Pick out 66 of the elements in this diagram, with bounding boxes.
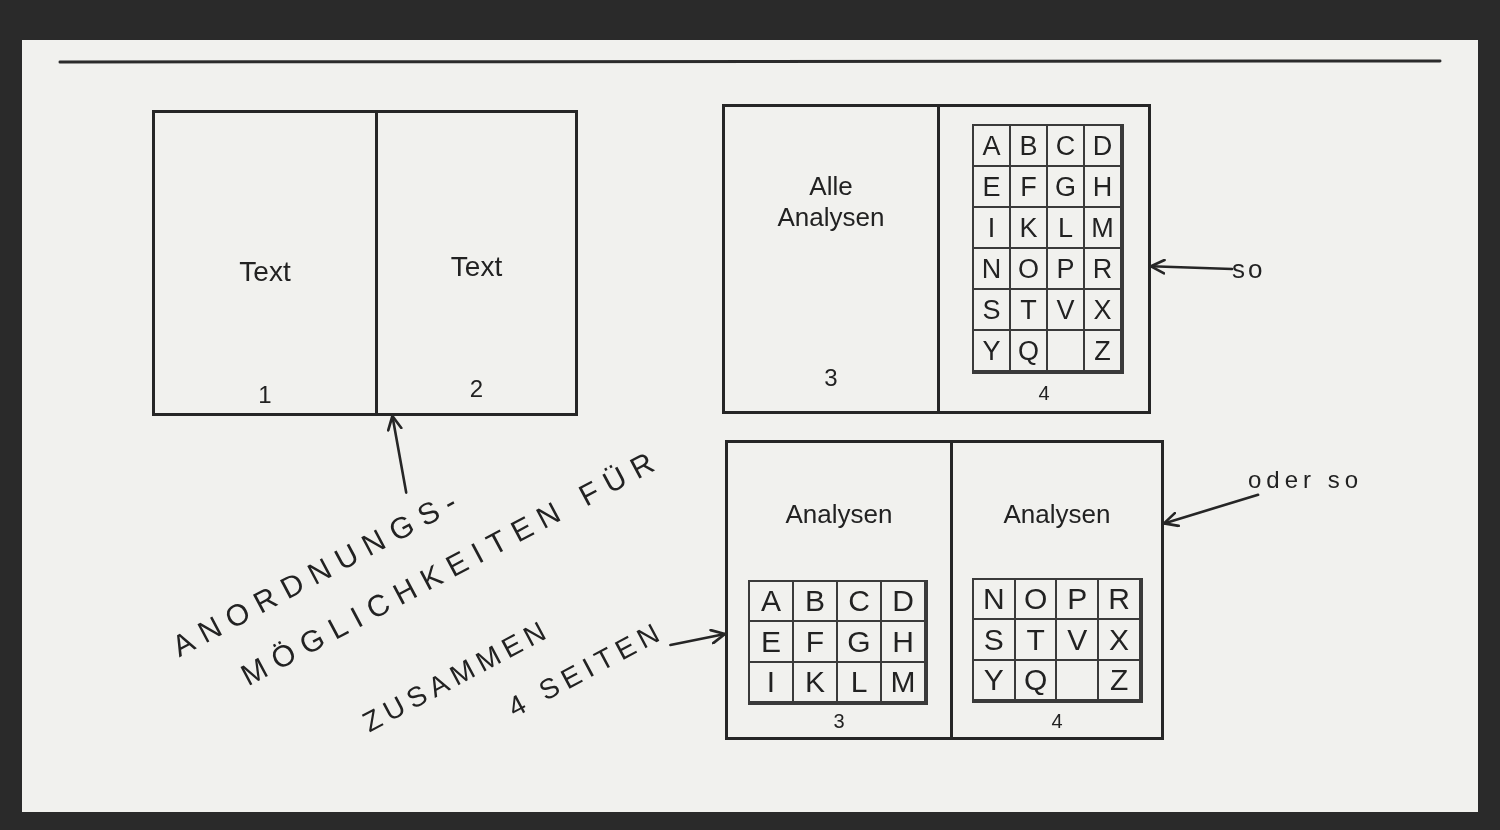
grid-letter: G <box>847 626 871 657</box>
grid-letter: X <box>1109 624 1130 655</box>
grid-letter: A <box>761 586 781 617</box>
page-text: Analysen <box>1003 499 1111 531</box>
grid-letter: N <box>983 584 1005 615</box>
grid-letter: K <box>1019 214 1038 241</box>
grid-letter: T <box>1020 296 1037 323</box>
grid-letter: O <box>1023 584 1048 615</box>
page-number: 1 <box>258 381 272 410</box>
letter-grid <box>972 578 1143 703</box>
grid-letter: Q <box>1023 664 1048 695</box>
grid-letter: Y <box>983 664 1004 695</box>
page-number: 3 <box>824 364 838 393</box>
page-number: 4 <box>1038 381 1050 405</box>
page-number: 2 <box>469 375 484 404</box>
grid-letter: Q <box>1018 337 1039 364</box>
grid-letter: B <box>805 586 825 617</box>
grid-letter: R <box>1108 584 1130 615</box>
grid-letter: M <box>1091 214 1114 241</box>
grid-letter: I <box>987 214 996 241</box>
grid-letter: H <box>1092 173 1113 200</box>
grid-letter: B <box>1019 132 1038 159</box>
grid-letter: P <box>1056 255 1075 282</box>
letter-grid <box>972 124 1124 374</box>
grid-letter: F <box>805 626 825 657</box>
grid-letter: P <box>1067 584 1088 615</box>
grid-letter: L <box>850 666 868 697</box>
grid-letter: A <box>982 132 1001 159</box>
note-text: oder so <box>1248 466 1364 495</box>
grid-letter: I <box>766 666 776 697</box>
grid-letter: M <box>890 666 916 697</box>
grid-letter: E <box>761 626 781 657</box>
grid-letter: K <box>805 666 825 697</box>
grid-letter: Z <box>1109 664 1129 695</box>
grid-letter: V <box>1067 624 1088 655</box>
grid-letter: L <box>1058 214 1073 241</box>
grid-letter: S <box>983 624 1004 655</box>
grid-letter: Y <box>982 337 1001 364</box>
page-text: Alle Analysen <box>776 171 886 234</box>
note-text: so <box>1232 254 1266 286</box>
grid-letter: C <box>1055 132 1076 159</box>
grid-letter: E <box>982 173 1001 200</box>
page-number: 4 <box>1051 709 1063 733</box>
arrow <box>386 414 408 494</box>
page-text: Text <box>239 255 291 289</box>
grid-letter: G <box>1055 173 1076 200</box>
page-text: Analysen <box>785 499 893 531</box>
grid-letter: V <box>1056 296 1075 323</box>
grid-letter: T <box>1026 624 1045 655</box>
grid-letter: F <box>1020 173 1037 200</box>
grid-letter: H <box>892 626 914 657</box>
grid-letter: X <box>1093 296 1112 323</box>
arrow <box>669 628 727 647</box>
page-text: Text <box>450 250 503 284</box>
grid-letter: S <box>982 296 1001 323</box>
grid-letter: O <box>1018 255 1039 282</box>
grid-letter: C <box>848 586 870 617</box>
grid-letter: D <box>892 586 914 617</box>
grid-letter: Z <box>1094 337 1111 364</box>
grid-letter: R <box>1092 255 1113 282</box>
page-number: 3 <box>833 709 845 733</box>
grid-letter: D <box>1092 132 1113 159</box>
grid-letter: N <box>981 255 1002 282</box>
letter-grid <box>748 580 928 705</box>
arrow <box>1149 258 1234 275</box>
arrow <box>1162 493 1260 528</box>
